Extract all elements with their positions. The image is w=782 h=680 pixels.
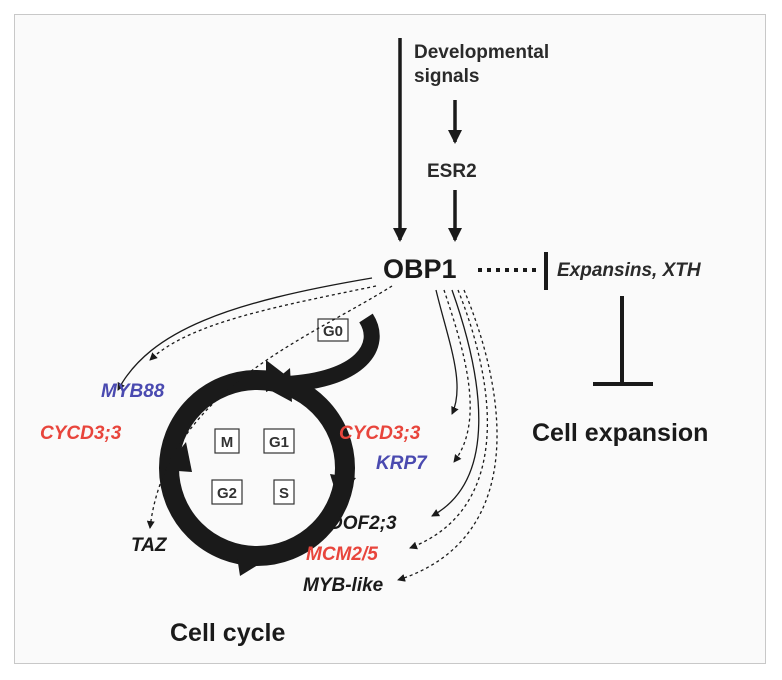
krp7-label: KRP7 <box>376 453 428 474</box>
s-phase-box <box>273 479 295 505</box>
obp1-to-myb88-arrow <box>149 285 377 361</box>
obp1-to-taz-arrow <box>146 285 393 529</box>
cell-cycle-arrowhead-left <box>164 442 192 472</box>
cell-cycle-label: Cell cycle <box>170 619 285 647</box>
cell-cycle-arrowhead-right <box>330 474 356 500</box>
g2-phase-box <box>211 479 243 505</box>
obp1-to-dof23-arrow <box>431 289 480 517</box>
cell-cycle-ring <box>159 370 355 566</box>
dof23-label: DOF2;3 <box>329 513 397 534</box>
g0-entry-arrow <box>285 313 380 392</box>
obp1-to-krp7-arrow <box>443 289 471 463</box>
m-phase-box <box>214 428 240 454</box>
figure-frame <box>14 14 766 664</box>
taz-label: TAZ <box>131 535 168 556</box>
obp1-label: OBP1 <box>383 254 457 284</box>
cell-cycle-arrowhead-bottom <box>236 550 266 576</box>
g0-phase-label: G0 <box>323 323 343 340</box>
esr2-label: ESR2 <box>427 161 477 182</box>
developmental-signals-label-2: signals <box>414 66 479 87</box>
myb88-label: MYB88 <box>101 381 165 402</box>
m-phase-label: M <box>221 434 234 451</box>
cycd33-right-label: CYCD3;3 <box>339 423 421 444</box>
g0-entry-arrowhead <box>266 368 292 402</box>
g0-phase-box <box>317 318 349 342</box>
g2-phase-label: G2 <box>217 485 237 502</box>
developmental-signals-label: Developmental <box>414 42 549 63</box>
obp1-to-mcm25-arrow <box>409 289 489 550</box>
obp1-to-cycd33-right-arrow <box>435 289 459 415</box>
cell-expansion-label: Cell expansion <box>532 419 708 447</box>
g1-phase-box <box>263 428 295 454</box>
obp1-to-myb-like-arrow <box>397 289 498 582</box>
mcm25-label: MCM2/5 <box>306 544 378 565</box>
expansins-xth-label: Expansins, XTH <box>557 260 702 281</box>
cycd33-left-label: CYCD3;3 <box>40 423 122 444</box>
obp1-to-cycd33-left-arrow <box>117 277 373 391</box>
g1-phase-label: G1 <box>269 434 289 451</box>
s-phase-label: S <box>279 485 289 502</box>
myb-like-label: MYB-like <box>303 575 384 596</box>
